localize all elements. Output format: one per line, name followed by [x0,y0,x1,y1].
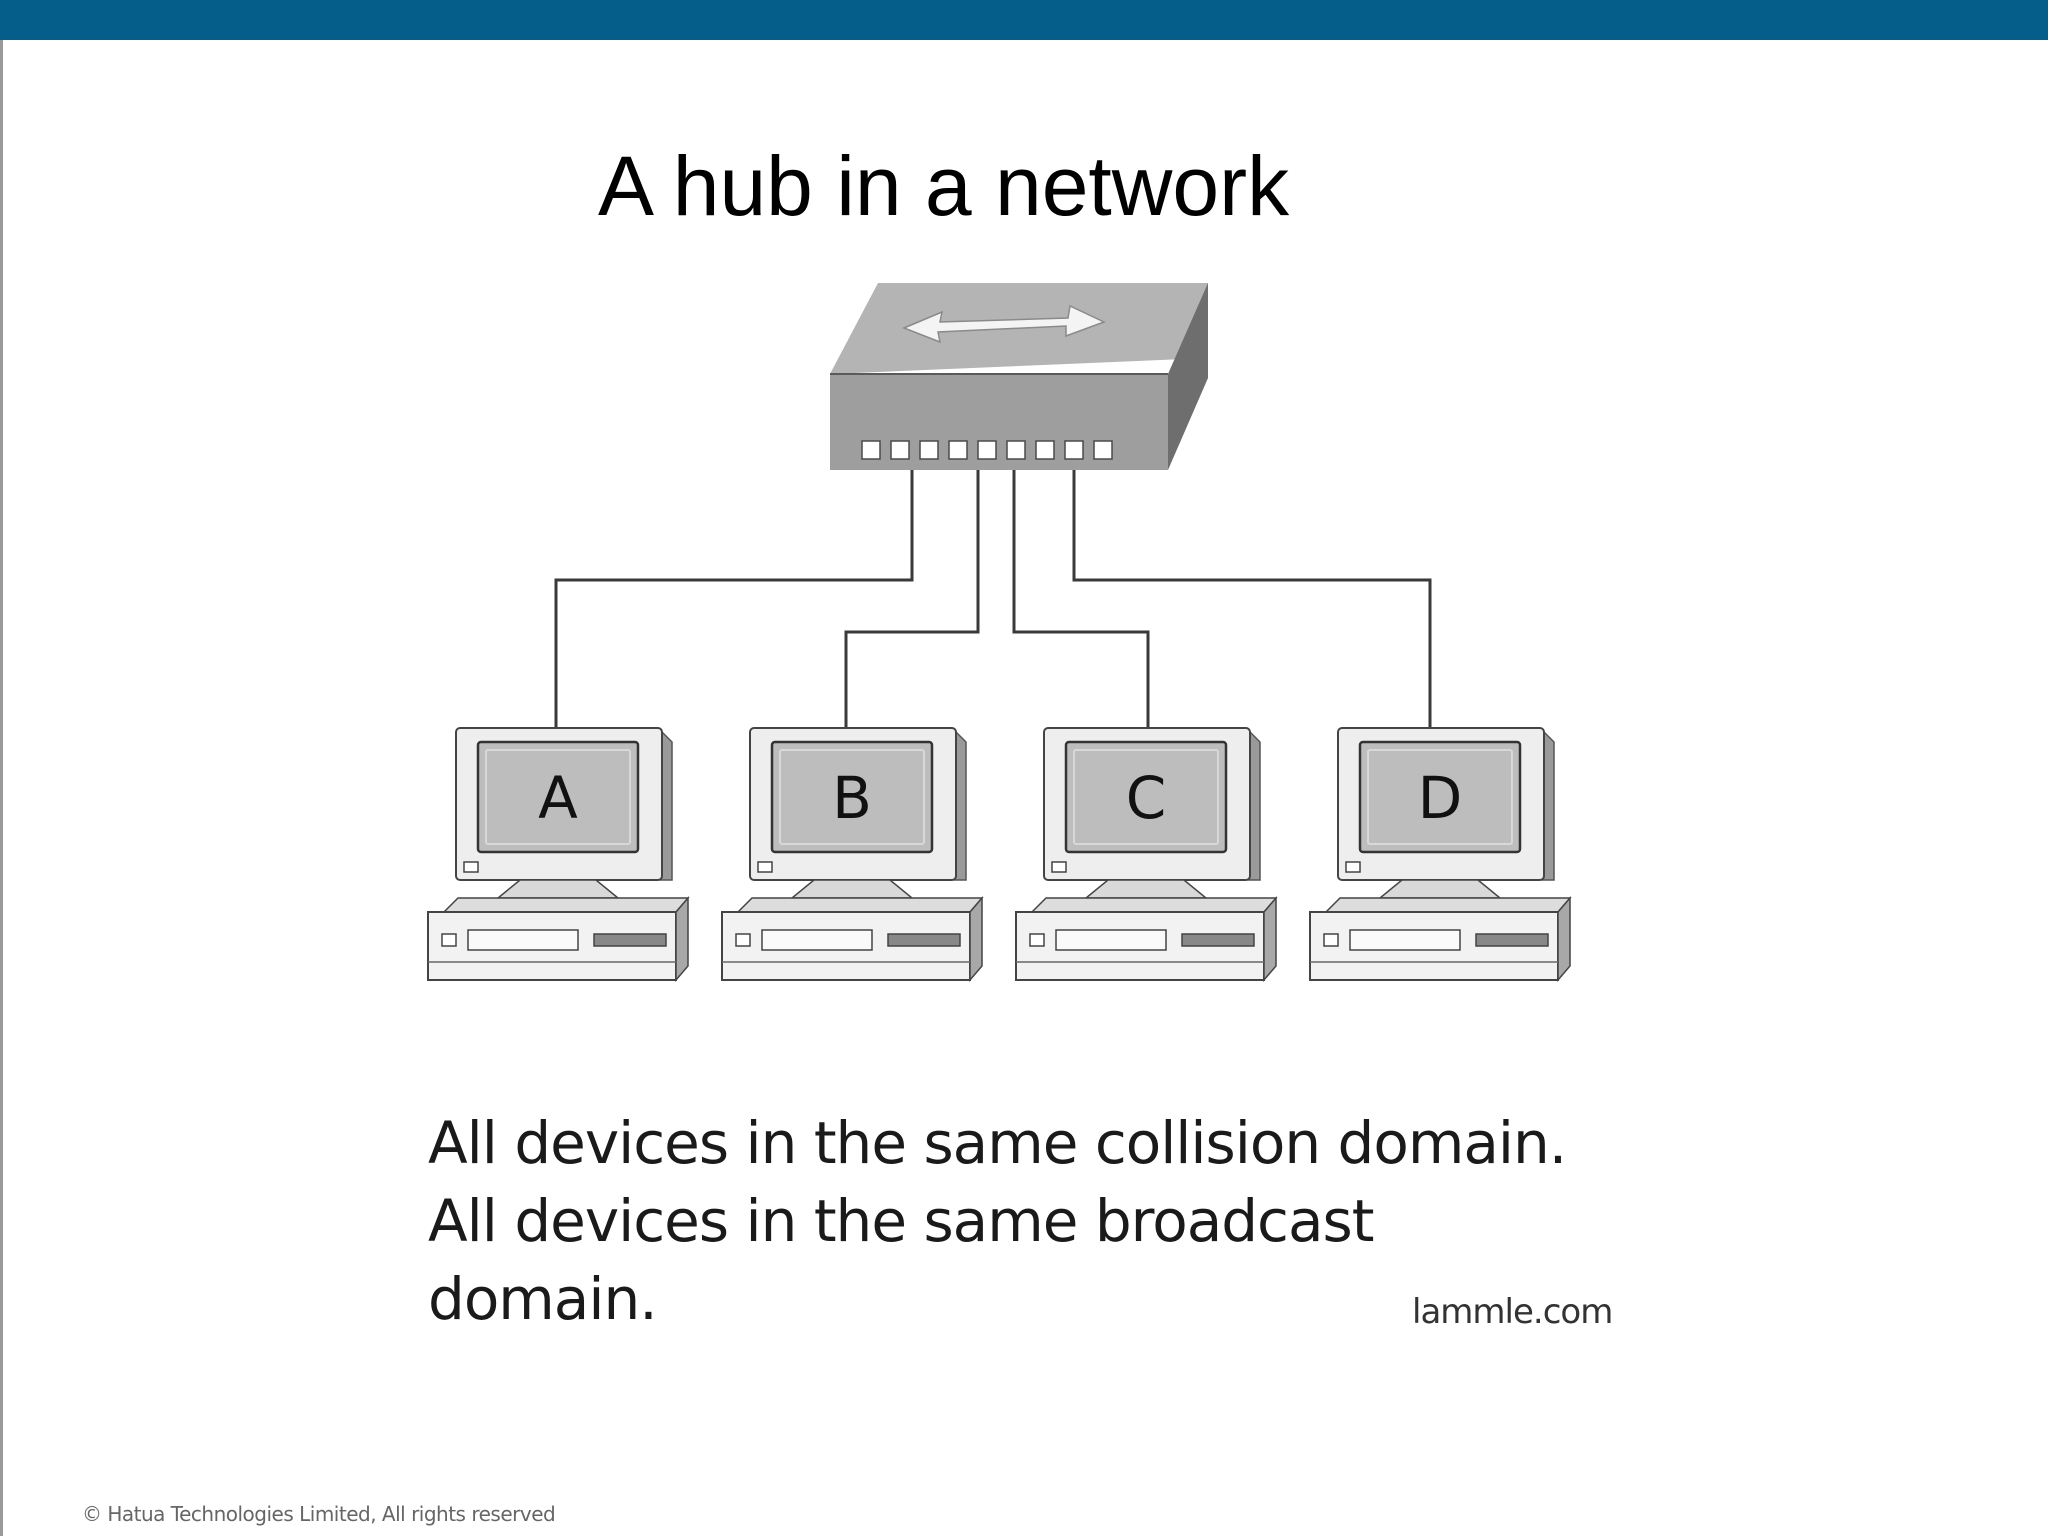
power-button [1029,933,1045,947]
cable-b [844,468,980,728]
drive-bay [467,929,579,951]
power-led [757,861,773,873]
monitor-screen [770,740,934,854]
hub-ports [861,440,1113,460]
hub-port [1093,440,1113,460]
power-button [735,933,751,947]
drive-slot [887,933,961,947]
top-bar [0,0,2048,40]
case-top [1324,897,1572,913]
drive-bay [761,929,873,951]
computer-b: B [721,727,984,983]
bidirectional-arrow-icon [902,304,1106,344]
hub-port [977,440,997,460]
drive-slot [593,933,667,947]
power-led [1051,861,1067,873]
case-top [1030,897,1278,913]
caption: All devices in the same collision domain… [428,1104,1688,1338]
caption-line-3: domain. [428,1265,658,1333]
hub-port [1035,440,1055,460]
monitor-stand [789,879,915,899]
screen-glare [1367,749,1513,845]
computer-a: A [427,727,690,983]
monitor-stand [495,879,621,899]
computer-label: C [1126,764,1167,832]
hub-port [1064,440,1084,460]
computer-label: B [832,764,872,832]
cable-c [1012,468,1150,728]
screen-glare [779,749,925,845]
drive-slot [1181,933,1255,947]
case-side [1263,895,1277,983]
drive-bay [1055,929,1167,951]
computer-d: D [1309,727,1572,983]
drive-bay [1349,929,1461,951]
monitor-screen [1358,740,1522,854]
computer-c: C [1015,727,1278,983]
case-side [969,895,983,983]
network-cables [554,468,1432,728]
hub [830,283,1208,470]
hub-port [861,440,881,460]
power-button [1323,933,1339,947]
case-top [442,897,690,913]
caption-line-1: All devices in the same collision domain… [428,1109,1567,1177]
hub-port [890,440,910,460]
computers: A B C D [427,727,1572,983]
hub-port [919,440,939,460]
case-side [1557,895,1571,983]
copyright-notice: © Hatua Technologies Limited, All rights… [82,1502,556,1526]
power-led [1345,861,1361,873]
case-top [736,897,984,913]
slide-title: A hub in a network [598,139,1290,233]
case-side [675,895,689,983]
computer-label: D [1418,764,1463,832]
monitor-stand [1377,879,1503,899]
cable-d [1072,468,1432,728]
power-led [463,861,479,873]
hub-port [948,440,968,460]
hub-side [1168,283,1208,470]
drive-slot [1475,933,1549,947]
hub-port [1006,440,1026,460]
monitor-stand [1083,879,1209,899]
screen-glare [485,749,631,845]
power-button [441,933,457,947]
source-credit: lammle.com [1412,1292,1613,1332]
screen-glare [1073,749,1219,845]
left-edge-line [0,40,3,1536]
cable-a [554,468,914,728]
monitor-screen [1064,740,1228,854]
monitor-screen [476,740,640,854]
caption-line-2: All devices in the same broadcast [428,1187,1374,1255]
computer-label: A [538,764,578,832]
